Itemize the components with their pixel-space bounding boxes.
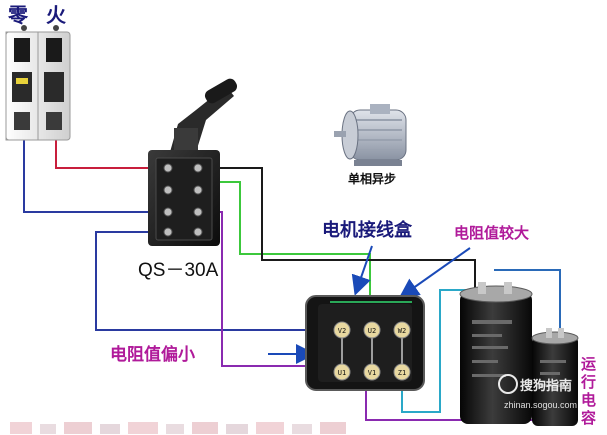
blue-loop-wire [95,231,335,331]
motor-type-label: 单相异步 [348,171,396,186]
motor-illustration [334,104,407,166]
live-wire [55,140,168,169]
low-resistance-label: 电阻值偏小 [110,344,195,365]
terminal-z1 [393,363,411,381]
terminal-label-u2: U2 [368,327,376,335]
junction-box-label: 电机接线盒 [322,219,413,241]
terminal-v1 [363,363,381,381]
terminal-label-v1: V1 [368,369,376,377]
sogou-logo-icon [498,374,518,394]
high-resistance-label: 电阻值较大 [454,224,529,242]
terminal-w2 [393,321,411,339]
pixelated-strip [10,422,346,434]
terminal-v2 [333,321,351,339]
terminal-u1 [333,363,351,381]
run-capacitor-label-text: 运行电容 [579,356,597,428]
run-capacitor-label: 运行电容 [579,356,597,428]
small-capacitor [531,328,579,426]
junction-box: V2 U2 W2 U1 V1 Z1 [305,295,425,391]
terminal-label-v2: V2 [338,327,346,335]
neutral-label: 零 [7,3,29,27]
switch-model-label: QS－30A [138,260,219,281]
circuit-breaker [5,25,71,141]
terminal-u2 [363,321,381,339]
neutral-wire [23,140,168,213]
capacitor-link-wire [494,269,561,334]
watermark-brand: 搜狗指南 [520,378,572,394]
terminal-label-w2: W2 [398,327,406,335]
junction-box-arrow [351,245,373,296]
cyan-wire [401,289,485,413]
terminal-label-z1: Z1 [398,369,406,377]
watermark: 搜狗指南 zhinan.sogou.com [498,374,577,410]
watermark-site: zhinan.sogou.com [504,400,577,410]
rotary-switch [148,78,238,246]
black-wire [198,167,476,296]
high-resistance-arrow [398,247,471,299]
terminal-label-u1: U1 [338,369,346,377]
live-label: 火 [46,3,67,27]
